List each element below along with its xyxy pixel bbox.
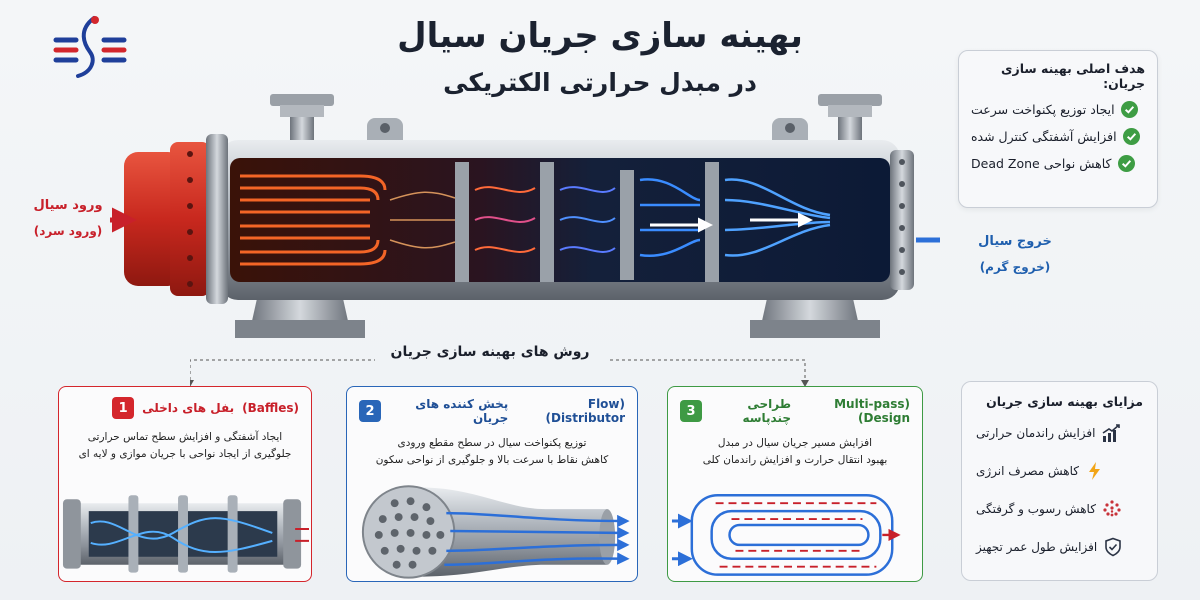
card-number: 1 — [112, 397, 135, 419]
baffle-plates — [455, 162, 719, 282]
benefit-label: افزایش راندمان حرارتی — [976, 426, 1096, 440]
card-heading: 3 طراحی چندپاسه (Multi-pass Design) — [680, 397, 910, 425]
card-title: پخش کننده های جریان — [415, 397, 509, 425]
heat-exchanger-illustration — [110, 94, 940, 338]
baffles-illustration — [62, 495, 310, 573]
card-title: بفل های داخلی — [142, 401, 235, 415]
page-title: بهینه سازی جریان سیال — [397, 16, 803, 56]
benefit-label: افزایش طول عمر تجهیز — [976, 540, 1098, 554]
card-desc-line: افزایش مسیر جریان سیال در مبدل — [717, 437, 873, 449]
multipass-illustration — [671, 494, 901, 576]
check-icon — [1117, 155, 1135, 172]
bar-chart-icon — [1101, 423, 1121, 443]
card-heading: 2 پخش کننده های جریان (Flow Distributor) — [359, 397, 625, 425]
card-description: توزیع پکنواخت سیال در سطح مقطع ورودی کاه… — [359, 435, 625, 469]
brand-logo — [53, 16, 127, 78]
inlet-flange — [124, 134, 228, 304]
card-heading: 1 بفل های داخلی (Baffles) — [71, 397, 299, 419]
card-number: 2 — [359, 400, 381, 422]
card-desc-line: توزیع پکنواخت سیال در سطح مقطع ورودی — [397, 437, 587, 449]
lightning-icon — [1085, 461, 1105, 481]
card-description: ایجاد آشفتگی و افزایش سطح تماس حرارتی جل… — [71, 429, 299, 463]
card-title: طراحی چندپاسه — [742, 397, 792, 425]
benefit-item: کاهش مصرف انرژی — [976, 461, 1143, 481]
benefit-item: افزایش طول عمر تجهیز — [976, 537, 1143, 557]
goal-item: ایجاد توزیع پکنواخت سرعت — [971, 101, 1145, 118]
card-desc-line: جلوگیری از ایجاد نواحی با جریان موازی و … — [78, 448, 292, 460]
goals-card: هدف اصلی بهینه سازی جریان: ایجاد توزیع پ… — [958, 50, 1158, 208]
benefit-label: کاهش رسوب و گرفتگی — [976, 502, 1096, 516]
cold-flow-streams — [639, 178, 831, 258]
card-tag: (Multi-pass Design) — [834, 397, 910, 425]
check-icon — [1122, 128, 1140, 145]
benefit-item: افزایش راندمان حرارتی — [976, 423, 1143, 443]
goal-label: ایجاد توزیع پکنواخت سرعت — [971, 102, 1115, 117]
outlet-end-cap — [890, 150, 914, 290]
outlet-label: خروج سیال — [978, 234, 1052, 249]
benefits-card: مزایای بهینه سازی جریان افزایش راندمان ح… — [961, 381, 1158, 581]
card-tag: (Baffles) — [242, 401, 299, 415]
card-number: 3 — [680, 400, 702, 422]
particles-icon — [1102, 499, 1122, 519]
inlet-sublabel: (ورود سرد) — [33, 224, 103, 238]
benefit-item: کاهش رسوب و گرفتگی — [976, 499, 1143, 519]
method-card-baffles: 1 بفل های داخلی (Baffles) ایجاد آشفتگی و… — [58, 386, 312, 582]
page-subtitle: در مبدل حرارتی الکتریکی — [443, 68, 757, 97]
card-tag: (Flow Distributor) — [545, 397, 626, 425]
hot-tube-bundle — [240, 174, 387, 266]
goal-item: کاهش نواحی Dead Zone — [971, 155, 1145, 172]
check-icon — [1120, 101, 1138, 118]
inlet-label: ورود سیال — [33, 198, 103, 213]
card-desc-line: بهبود انتقال حرارت و افزایش راندمان کلی — [702, 454, 888, 466]
benefits-title: مزایای بهینه سازی جریان — [986, 394, 1143, 409]
card-desc-line: ایجاد آشفتگی و افزایش سطح تماس حرارتی — [87, 431, 283, 443]
methods-connector — [190, 359, 809, 387]
method-card-multipass: 3 طراحی چندپاسه (Multi-pass Design) افزا… — [667, 386, 923, 582]
card-desc-line: کاهش نقاط با سرعت بالا و جلوگیری از نواح… — [375, 454, 609, 466]
flow-distributor-illustration — [361, 485, 630, 579]
goal-label: کاهش نواحی Dead Zone — [971, 156, 1112, 171]
method-card-flow-distributor: 2 پخش کننده های جریان (Flow Distributor)… — [346, 386, 638, 582]
goals-title: هدف اصلی بهینه سازی جریان: — [1001, 61, 1145, 91]
goal-label: افزایش آشفتگی کنترل شده — [971, 129, 1117, 144]
goal-item: افزایش آشفتگی کنترل شده — [971, 128, 1145, 145]
benefit-label: کاهش مصرف انرژی — [976, 464, 1080, 478]
outlet-sublabel: (خروج گرم) — [979, 260, 1051, 274]
methods-header: روش های بهینه سازی جریان — [390, 344, 590, 360]
shield-check-icon — [1103, 537, 1123, 557]
card-description: افزایش مسیر جریان سیال در مبدل بهبود انت… — [680, 435, 910, 469]
